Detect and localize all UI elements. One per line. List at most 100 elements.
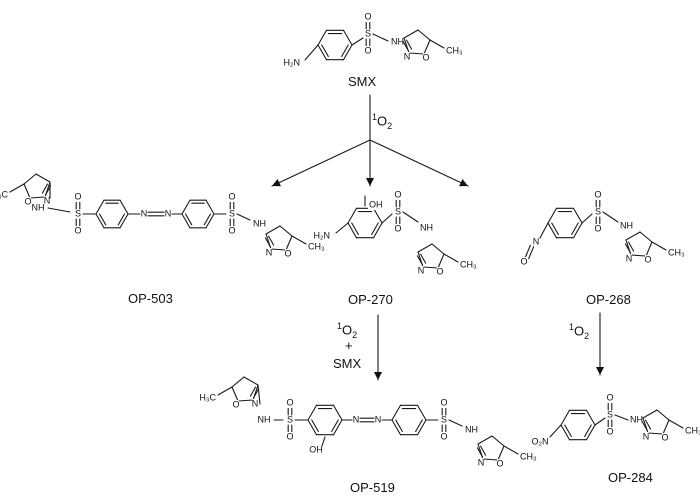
atom-label-backdrop [75,192,81,202]
oxygen-atom: O [228,225,235,235]
atom-label-backdrop [284,58,301,68]
reagent-smx: SMX [333,356,362,371]
atom-label-backdrop [459,260,476,270]
atom-label-backdrop [645,255,651,265]
reagent-singlet-oxygen-top: 1O2 [372,112,393,131]
methyl-bond [503,445,519,455]
atom-label-backdrop [266,248,272,258]
benzene-ring [391,404,402,421]
benzene-ring [572,207,583,224]
molecule-op503: NOH₃CNHSOONNSOONHNOCH₃ [0,173,325,259]
isoxazole-ring [477,435,493,445]
isoxazole-nitrogen: N [404,51,411,61]
atom-label-backdrop [441,398,447,408]
amine-bond [304,44,319,61]
sulfonamide-nh: NH [391,36,404,46]
aromatic-bond [395,419,403,433]
benzene-ring [560,424,571,441]
reaction-arrows [271,94,604,381]
isoxazole-double-bond [249,386,256,397]
sulfur-atom: S [607,409,613,419]
atom-label-backdrop [684,426,700,436]
ring-n-bond [257,384,261,405]
atom-label-backdrop [595,207,601,217]
isoxazole-oxygen: O [24,196,31,206]
atom-label-backdrop [287,432,293,442]
arrow-to-op270-head [366,178,374,186]
oxygen-atom: O [394,189,401,199]
hydroxyl-group: OH [369,199,383,209]
isoxazole-ring [408,52,425,55]
ring-s-bond [581,213,593,224]
isoxazole-ring [497,445,505,461]
atom-label-backdrop [629,415,641,425]
benzene-ring [181,199,191,215]
atom-label-backdrop [395,207,401,217]
arrow-to-op268-head [459,178,468,187]
aromatic-bond [564,424,572,438]
sulfonamide-nh: NH [465,424,478,434]
isoxazole-oxygen: O [644,254,651,264]
isoxazole-ring [630,254,647,257]
arrow-to-op503-head [272,178,281,187]
ring-nitro-bond [549,424,562,438]
isoxazole-ring [231,386,239,402]
amine-group: H₂N [284,57,301,67]
atom-label-backdrop [395,224,401,234]
benzene-ring [585,424,596,441]
nitroso-oxygen: O [520,256,527,266]
reagent-singlet-oxygen-right: 1O2 [569,322,590,341]
sulfonamide-nh: NH [620,220,633,230]
atom-label-backdrop [521,257,527,267]
atom-label-backdrop [441,415,447,425]
isoxazole-nitrogen: N [252,398,259,408]
benzene-ring [560,409,571,426]
isoxazole-double-bond [253,388,260,399]
atom-label-backdrop [464,425,476,435]
atom-label-backdrop [75,209,81,219]
aromatic-bond [203,213,212,226]
methyl-group: CH₃ [520,451,537,461]
reagent-plus: + [345,338,353,353]
benzene-ring [416,404,427,421]
atom-label-backdrop [165,209,171,219]
s-n-bond [47,207,71,213]
atom-label-backdrop [365,12,371,22]
oxygen-atom: O [594,189,601,199]
nitroso-double-bond [528,246,535,260]
benzene-ring [307,419,318,436]
benzene-ring [317,29,328,46]
sulfur-atom: S [595,206,601,216]
azo-nitrogen: N [375,414,382,424]
ring-n-bond [539,222,549,239]
atom-label-backdrop [531,437,549,447]
oxygen-atom: O [606,426,613,436]
isoxazole-ring [23,173,37,185]
aromatic-bond [571,222,579,236]
sulfur-atom: S [365,28,371,38]
atom-label-backdrop [200,393,217,403]
isoxazole-double-bond [406,39,413,50]
atom-label-backdrop [478,458,484,468]
oxygen-atom: O [74,225,81,235]
hydroxyl-bond [321,436,326,447]
isoxazole-nitrogen: N [44,195,51,205]
isoxazole-nitrogen: N [418,265,425,275]
reagent-singlet-oxygen-mid: 1O2 [337,321,358,340]
isoxazole-ring [237,399,254,402]
sulfonamide-nh: NH [32,202,45,212]
atom-label-backdrop [258,415,270,425]
isoxazole-ring [645,241,653,257]
atom-label-backdrop [423,53,429,63]
nitroso-nitrogen: N [533,236,540,246]
methyl-bond [651,241,667,251]
sulfonamide-nh: NH [630,414,643,424]
oxygen-atom: O [594,223,601,233]
methyl-bond [9,183,25,193]
s-n-bond [614,414,629,421]
benzene-ring [95,199,105,215]
aromatic-bond [331,419,339,433]
